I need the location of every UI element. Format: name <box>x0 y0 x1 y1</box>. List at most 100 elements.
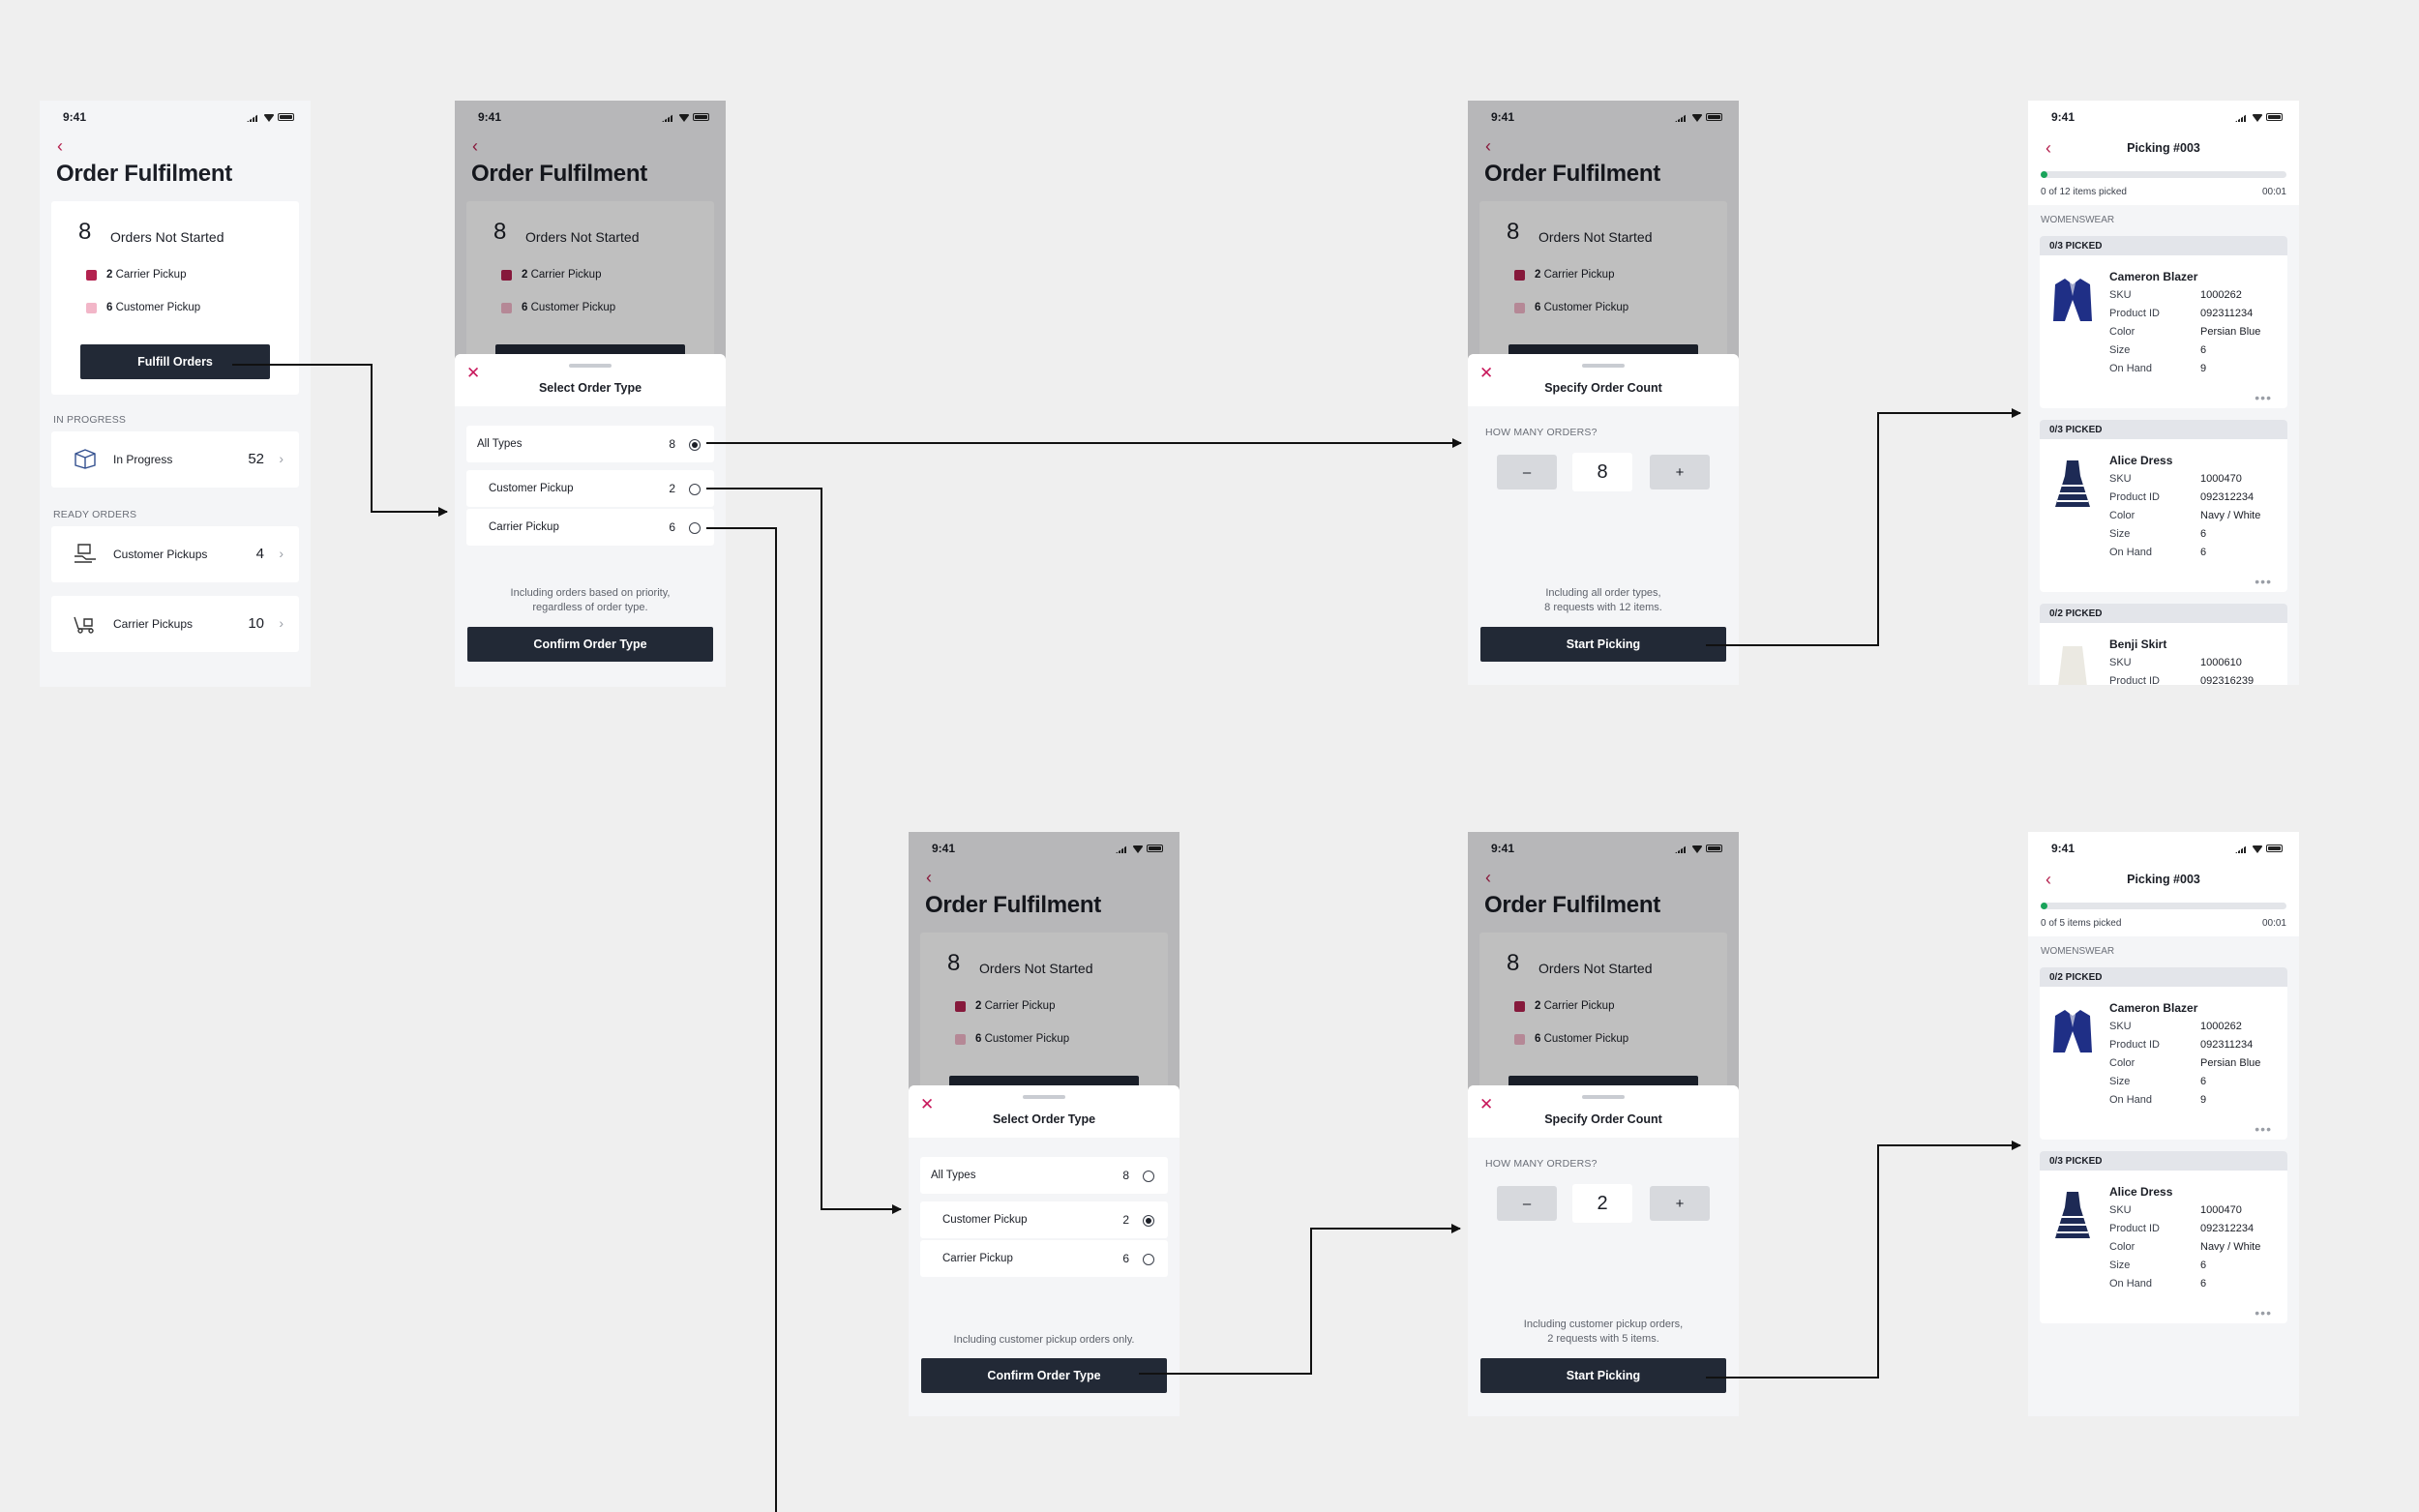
legend-label: Carrier Pickup <box>1543 1000 1615 1012</box>
back-chevron-icon[interactable]: ‹ <box>472 136 478 156</box>
option-count: 6 <box>1122 1252 1129 1265</box>
category-label: WOMENSWEAR <box>2041 215 2115 225</box>
radio-unselected[interactable] <box>1143 1171 1154 1182</box>
quantity-field[interactable]: 2 <box>1572 1184 1632 1223</box>
battery-icon <box>1706 845 1722 852</box>
status-time: 9:41 <box>478 110 502 124</box>
signal-icon <box>662 114 673 122</box>
status-bar: 9:41 <box>455 101 726 130</box>
customer-pickup-icon <box>75 544 96 563</box>
back-chevron-icon[interactable]: ‹ <box>2046 870 2051 889</box>
help-note-line: 2 requests with 5 items. <box>1547 1333 1659 1345</box>
more-options-icon[interactable]: ••• <box>2255 574 2272 589</box>
section-ready-orders: READY ORDERS <box>53 509 137 520</box>
radio-unselected[interactable] <box>689 484 701 495</box>
start-picking-button[interactable]: Start Picking <box>1480 1358 1726 1393</box>
drag-handle[interactable] <box>1023 1095 1065 1099</box>
page-title: Order Fulfilment <box>471 161 647 187</box>
status-icons <box>1675 112 1725 122</box>
status-time: 9:41 <box>932 842 956 855</box>
item-name: Alice Dress <box>2109 1185 2173 1199</box>
decrement-button[interactable]: – <box>1497 455 1557 489</box>
option-carrier-pickup[interactable]: Carrier Pickup 6 <box>466 509 714 546</box>
field-value: Navy / White <box>2200 510 2261 521</box>
drag-handle[interactable] <box>1582 1095 1625 1099</box>
picked-tag: 0/2 PICKED <box>2040 604 2287 623</box>
field-label: Color <box>2109 1241 2135 1253</box>
option-customer-pickup[interactable]: Customer Pickup 2 <box>466 470 714 507</box>
radio-selected[interactable] <box>1143 1215 1154 1227</box>
list-item-carrier-pickups[interactable]: Carrier Pickups 10 › <box>51 596 299 652</box>
legend-count: 2 <box>975 1000 982 1012</box>
option-count: 2 <box>669 482 675 495</box>
start-picking-button[interactable]: Start Picking <box>1480 627 1726 662</box>
legend-count: 6 <box>975 1033 982 1045</box>
close-icon[interactable]: ✕ <box>1479 1095 1494 1113</box>
list-item-in-progress[interactable]: In Progress 52 › <box>51 431 299 488</box>
back-chevron-icon[interactable]: ‹ <box>2046 138 2051 158</box>
field-label: SKU <box>2109 1021 2132 1032</box>
field-label: SKU <box>2109 1204 2132 1216</box>
quantity-field[interactable]: 8 <box>1572 453 1632 491</box>
blazer-thumbnail <box>2053 1010 2092 1052</box>
help-note-line: 8 requests with 12 items. <box>1544 602 1662 613</box>
item-name: Benji Skirt <box>2109 637 2167 651</box>
increment-button[interactable]: + <box>1650 1186 1710 1221</box>
close-icon[interactable]: ✕ <box>920 1095 935 1113</box>
flow-arrow <box>1139 1224 1461 1375</box>
list-item-count: 52 <box>248 451 264 467</box>
help-note: Including orders based on priority,regar… <box>474 586 706 615</box>
more-options-icon[interactable]: ••• <box>2255 1305 2272 1320</box>
radio-unselected[interactable] <box>689 522 701 534</box>
back-chevron-icon[interactable]: ‹ <box>1485 136 1491 156</box>
list-item-customer-pickups[interactable]: Customer Pickups 4 › <box>51 526 299 582</box>
back-chevron-icon[interactable]: ‹ <box>1485 868 1491 887</box>
legend-swatch <box>86 270 97 281</box>
picking-header: 9:41 ‹ Picking #003 0 of 12 items picked… <box>2028 101 2299 205</box>
close-icon[interactable]: ✕ <box>466 364 481 382</box>
close-icon[interactable]: ✕ <box>1479 364 1494 382</box>
fulfill-orders-button[interactable]: Fulfill Orders <box>80 344 270 379</box>
radio-unselected[interactable] <box>1143 1254 1154 1265</box>
field-label: Color <box>2109 326 2135 338</box>
field-value: Persian Blue <box>2200 1057 2261 1069</box>
back-chevron-icon[interactable]: ‹ <box>926 868 932 887</box>
field-label: On Hand <box>2109 547 2153 558</box>
picked-tag: 0/3 PICKED <box>2040 236 2287 255</box>
field-label: On Hand <box>2109 1278 2153 1290</box>
picked-tag: 0/3 PICKED <box>2040 1151 2287 1171</box>
more-options-icon[interactable]: ••• <box>2255 390 2272 405</box>
option-carrier-pickup[interactable]: Carrier Pickup 6 <box>920 1240 1168 1277</box>
back-chevron-icon[interactable]: ‹ <box>57 136 63 156</box>
decrement-button[interactable]: – <box>1497 1186 1557 1221</box>
legend-swatch <box>1514 270 1525 281</box>
drag-handle[interactable] <box>1582 364 1625 368</box>
box-icon <box>75 449 96 469</box>
field-value: 092311234 <box>2200 308 2254 319</box>
confirm-order-type-button[interactable]: Confirm Order Type <box>921 1358 1167 1393</box>
increment-button[interactable]: + <box>1650 455 1710 489</box>
drag-handle[interactable] <box>569 364 612 368</box>
chevron-right-icon: › <box>279 451 284 466</box>
confirm-order-type-button[interactable]: Confirm Order Type <box>467 627 713 662</box>
timer: 00:01 <box>2261 187 2286 197</box>
radio-selected[interactable] <box>689 439 701 451</box>
field-label: SKU <box>2109 289 2132 301</box>
progress-bar <box>2041 903 2286 909</box>
option-all-types[interactable]: All Types 8 <box>466 426 714 462</box>
more-options-icon[interactable]: ••• <box>2255 1121 2272 1137</box>
screen-specify-count-customer: 9:41 ‹ Order Fulfilment 8 Orders Not Sta… <box>1468 832 1739 1416</box>
status-time: 9:41 <box>1491 110 1515 124</box>
field-value: 092311234 <box>2200 1039 2254 1051</box>
blazer-thumbnail <box>2053 279 2092 321</box>
option-customer-pickup[interactable]: Customer Pickup 2 <box>920 1201 1168 1238</box>
option-all-types[interactable]: All Types 8 <box>920 1157 1168 1194</box>
signal-icon <box>2235 845 2247 853</box>
